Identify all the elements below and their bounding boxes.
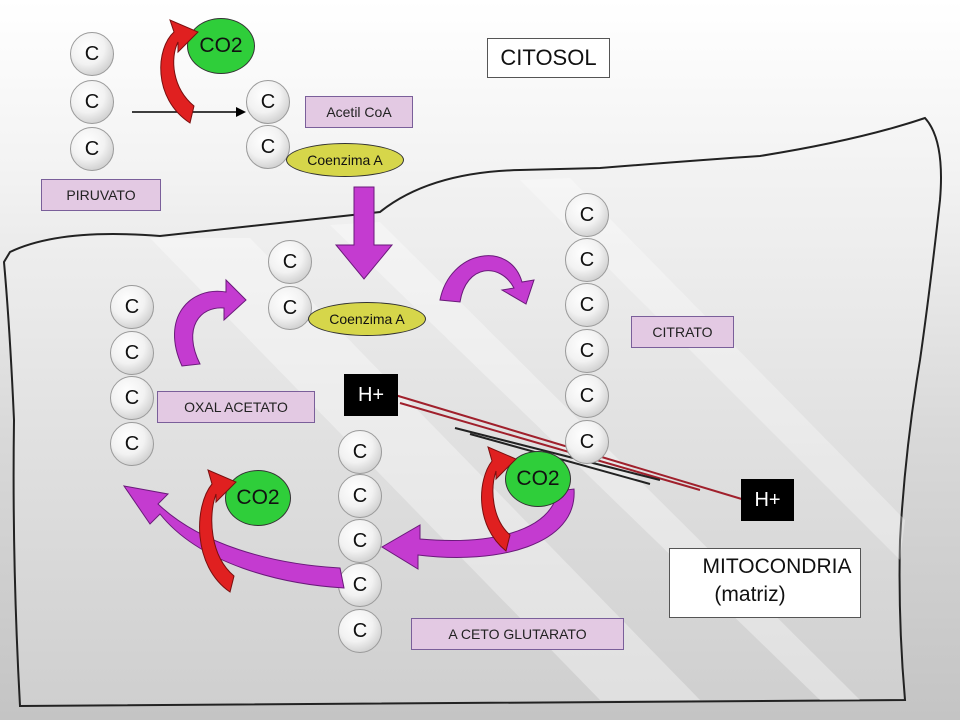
mitocondria-title: MITOCONDRIA	[702, 555, 852, 578]
citrato-carbon-6: C	[565, 420, 609, 464]
piruvato-carbon-1: C	[70, 32, 114, 76]
citosol-box: CITOSOL	[487, 38, 610, 78]
cetoglutarato-carbon-5: C	[338, 609, 382, 653]
oxalacetato-carbon-3: C	[110, 376, 154, 420]
co2-right: CO2	[505, 451, 571, 507]
citrato-carbon-2: C	[565, 238, 609, 282]
light-stripe	[150, 238, 700, 700]
acetil-mito-carbon-2: C	[268, 286, 312, 330]
citrato-carbon-3: C	[565, 283, 609, 327]
hplus-outer: H+	[741, 479, 794, 521]
oxalacetato-carbon-1: C	[110, 285, 154, 329]
curved-magenta-arrow-icon	[439, 255, 535, 305]
piruvato-carbon-2: C	[70, 80, 114, 124]
arrow-head-icon	[236, 107, 246, 117]
citrato-carbon-1: C	[565, 193, 609, 237]
cetoglutarato-carbon-4: C	[338, 563, 382, 607]
co2-left: CO2	[225, 470, 291, 526]
curved-red-arrow-icon	[199, 469, 237, 593]
citrato-carbon-4: C	[565, 329, 609, 373]
light-stripe	[520, 178, 905, 560]
cetoglutarato-carbon-2: C	[338, 474, 382, 518]
hplus-inner: H+	[344, 374, 398, 416]
a-ceto-glutarato-label: A CETO GLUTARATO	[411, 618, 624, 650]
curved-magenta-arrow-icon	[381, 488, 575, 570]
acetil-carbon-1: C	[246, 80, 290, 124]
citrato-carbon-5: C	[565, 374, 609, 418]
piruvato-carbon-3: C	[70, 127, 114, 171]
cetoglutarato-carbon-3: C	[338, 519, 382, 563]
curved-magenta-arrow-icon	[122, 485, 345, 589]
curved-red-arrow-icon	[160, 19, 199, 124]
coenzima-a-top: Coenzima A	[286, 143, 404, 177]
oxalacetato-carbon-4: C	[110, 422, 154, 466]
piruvato-label: PIRUVATO	[41, 179, 161, 211]
oxal-acetato-label: OXAL ACETATO	[157, 391, 315, 423]
acetil-mito-carbon-1: C	[268, 240, 312, 284]
curved-red-arrow-icon	[481, 446, 517, 552]
acetil-carbon-2: C	[246, 125, 290, 169]
oxalacetato-carbon-2: C	[110, 331, 154, 375]
citrato-label: CITRATO	[631, 316, 734, 348]
down-arrow-icon	[334, 186, 394, 280]
mitocondria-box: MITOCONDRIA (matriz)	[669, 548, 861, 618]
acetil-coa-label: Acetil CoA	[305, 96, 413, 128]
coenzima-a-middle: Coenzima A	[308, 302, 426, 336]
cetoglutarato-carbon-1: C	[338, 430, 382, 474]
matriz-subtitle: (matriz)	[714, 583, 786, 606]
co2-top: CO2	[187, 18, 255, 74]
curved-magenta-arrow-icon	[174, 278, 247, 367]
